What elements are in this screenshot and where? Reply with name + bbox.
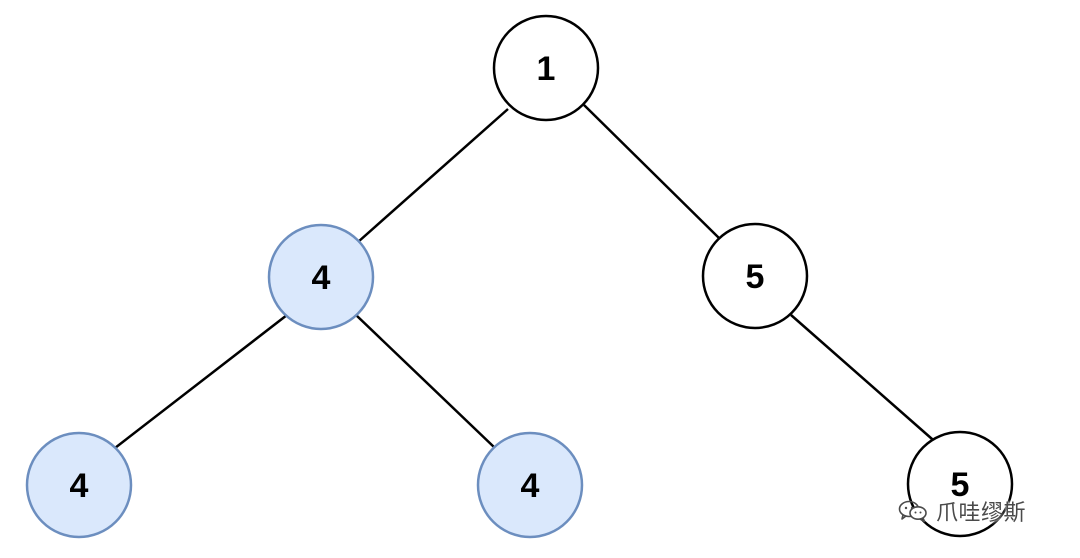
tree-node-right: 5	[701, 222, 809, 330]
node-value: 5	[746, 258, 765, 296]
watermark-text: 爪哇缪斯	[936, 501, 1027, 526]
watermark: 爪哇缪斯	[898, 496, 1026, 526]
tree-node-root: 1	[492, 14, 600, 122]
wechat-icon	[898, 500, 927, 523]
edge-left-leftleft	[114, 314, 288, 449]
node-value: 4	[521, 467, 540, 505]
tree-node-left: 4	[267, 223, 375, 331]
tree-node-left-left: 4	[25, 431, 133, 539]
edge-right-rightright	[790, 314, 941, 447]
node-value: 1	[537, 50, 556, 88]
edge-left-leftright	[355, 314, 496, 449]
edge-root-left	[357, 108, 509, 243]
edge-root-right	[583, 104, 722, 241]
node-value: 4	[312, 259, 331, 297]
node-value: 4	[70, 467, 89, 505]
tree-node-right-right: 5	[906, 430, 1014, 538]
node-value: 5	[951, 466, 970, 504]
tree-node-left-right: 4	[476, 431, 584, 539]
